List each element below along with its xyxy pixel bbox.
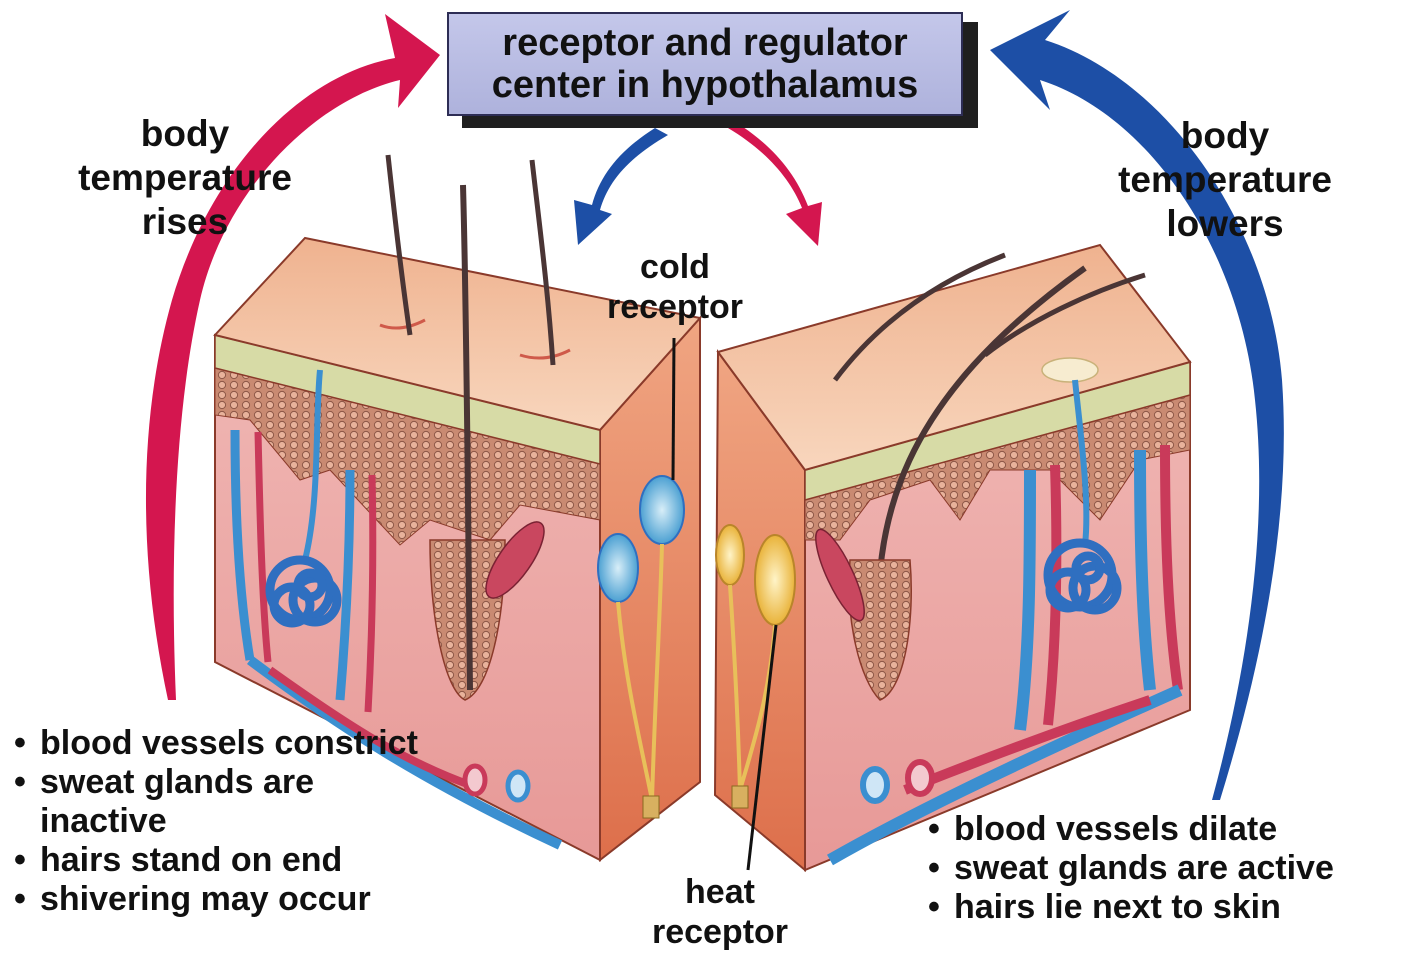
hypothalamus-title-box: receptor and regulator center in hypotha…: [447, 12, 963, 116]
right-label-line-3: lowers: [1080, 202, 1370, 246]
list-item: hairs stand on end: [14, 841, 434, 880]
heat-receptor-line-2: receptor: [630, 912, 810, 952]
warming-responses-list: blood vessels constrict sweat glands are…: [14, 724, 434, 919]
title-line-1: receptor and regulator: [502, 22, 907, 64]
cooling-responses-list: blood vessels dilate sweat glands are ac…: [928, 810, 1398, 927]
right-label-line-1: body: [1080, 114, 1370, 158]
list-item: hairs lie next to skin: [928, 888, 1398, 927]
list-item: sweat glands are inactive: [14, 763, 434, 841]
left-label-line-3: rises: [40, 200, 330, 244]
title-line-2: center in hypothalamus: [492, 64, 919, 106]
list-item: blood vessels constrict: [14, 724, 434, 763]
hypothalamus-to-left-arrow: [574, 128, 668, 245]
heat-receptor-label: heat receptor: [630, 872, 810, 952]
list-item: shivering may occur: [14, 880, 434, 919]
cold-receptor-label: cold receptor: [585, 247, 765, 327]
right-skin-block: [715, 245, 1190, 870]
body-temperature-lowers-label: body temperature lowers: [1080, 114, 1370, 246]
list-item: sweat glands are active: [928, 849, 1398, 888]
body-temperature-rises-label: body temperature rises: [40, 112, 330, 244]
left-label-line-2: temperature: [40, 156, 330, 200]
cold-receptor-line-2: receptor: [585, 287, 765, 327]
right-label-line-2: temperature: [1080, 158, 1370, 202]
heat-receptor-line-1: heat: [630, 872, 810, 912]
hypothalamus-to-right-arrow: [728, 125, 822, 246]
cold-receptor-line-1: cold: [585, 247, 765, 287]
list-item: blood vessels dilate: [928, 810, 1398, 849]
left-label-line-1: body: [40, 112, 330, 156]
